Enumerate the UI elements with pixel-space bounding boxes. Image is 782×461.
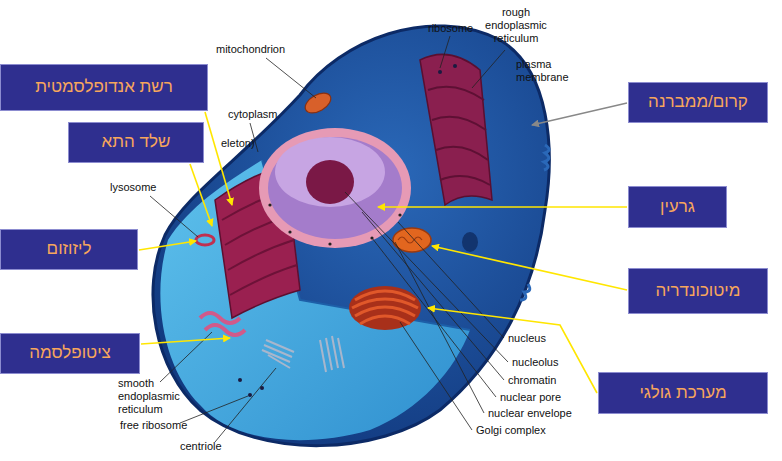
pointer-line (532, 103, 627, 125)
leader-line (398, 222, 504, 338)
part-label: lysosome (110, 181, 156, 194)
label-box: שלד התא (68, 122, 204, 163)
box-label: גרעין (660, 197, 695, 217)
part-label: eleton) (221, 137, 255, 150)
plasma-membrane (153, 26, 549, 446)
label-box: רשת אנדופלסמטית (0, 64, 208, 111)
box-label: רשת אנדופלסמטית (35, 77, 173, 97)
nuclear-pore (398, 213, 401, 216)
part-label: plasma membrane (516, 58, 578, 84)
leader-line (362, 212, 504, 380)
part-label: rough endoplasmic reticulum (476, 6, 556, 45)
leader-line (345, 192, 508, 362)
part-label: mitochondrion (216, 43, 285, 56)
microvilli (544, 145, 549, 170)
pointer-line (378, 206, 627, 208)
leader-line (395, 242, 484, 413)
nuclear-pore (268, 203, 271, 206)
part-label: nuclear envelope (488, 407, 572, 420)
part-label: free ribosome (120, 419, 187, 432)
leader-line (266, 58, 316, 98)
leader-line (440, 36, 450, 68)
box-label: מיטוכונדריה (656, 281, 741, 301)
box-label: ליזוזום (47, 239, 92, 259)
part-label: cytoplasm (228, 108, 278, 121)
part-label: nuclear pore (500, 391, 561, 404)
label-box: ליזוזום (0, 229, 138, 270)
ribosome (238, 378, 242, 382)
nuclear-pore (288, 230, 291, 233)
part-label: ribosome (428, 22, 473, 35)
golgi-complex (349, 286, 421, 330)
nuclear-pore (328, 242, 331, 245)
vesicle (462, 232, 478, 252)
part-label: nucleolus (512, 356, 558, 369)
part-label: nucleus (508, 332, 546, 345)
leader-line (150, 196, 198, 237)
centriole (262, 340, 294, 368)
label-box: גרעין (628, 186, 727, 228)
leader-line (215, 368, 276, 442)
nucleolus (306, 160, 354, 204)
chromatin (275, 137, 385, 207)
pointer-line (428, 308, 597, 393)
ribosome (248, 393, 252, 397)
part-label: smooth endoplasmic reticulum (118, 377, 202, 416)
microvilli (520, 284, 530, 300)
label-box: ציטופלסמה (0, 333, 140, 374)
pointer-line (139, 241, 196, 250)
leader-line (472, 50, 505, 88)
centriole (320, 336, 344, 372)
box-label: שלד התא (102, 132, 171, 152)
box-label: קרום/ממברנה (648, 92, 748, 112)
mitochondrion (302, 89, 334, 117)
part-label: Golgi complex (476, 424, 546, 437)
golgi-stacks (352, 291, 418, 324)
label-box: קרום/ממברנה (628, 82, 768, 123)
pointer-line (432, 246, 627, 290)
nuclear-envelope (259, 128, 411, 248)
leader-line (400, 322, 472, 430)
pointer-line (141, 338, 230, 344)
lysosome (196, 235, 214, 245)
pointer-lines (139, 112, 627, 393)
smooth-er (200, 313, 245, 335)
pointer-line (205, 112, 232, 205)
label-box: מערכת גולגי (598, 372, 768, 414)
leader-line (180, 396, 248, 423)
part-label: chromatin (508, 374, 556, 387)
er-folds (428, 87, 490, 185)
box-label: מערכת גולגי (639, 383, 726, 403)
part-label: centriole (180, 440, 222, 453)
label-box: מיטוכונדריה (628, 268, 768, 314)
box-label: ציטופלסמה (29, 343, 111, 363)
pointer-line (190, 164, 212, 226)
ribosome (438, 70, 442, 74)
nucleus (268, 137, 402, 239)
cristae (398, 237, 422, 243)
ribosome (453, 64, 457, 68)
